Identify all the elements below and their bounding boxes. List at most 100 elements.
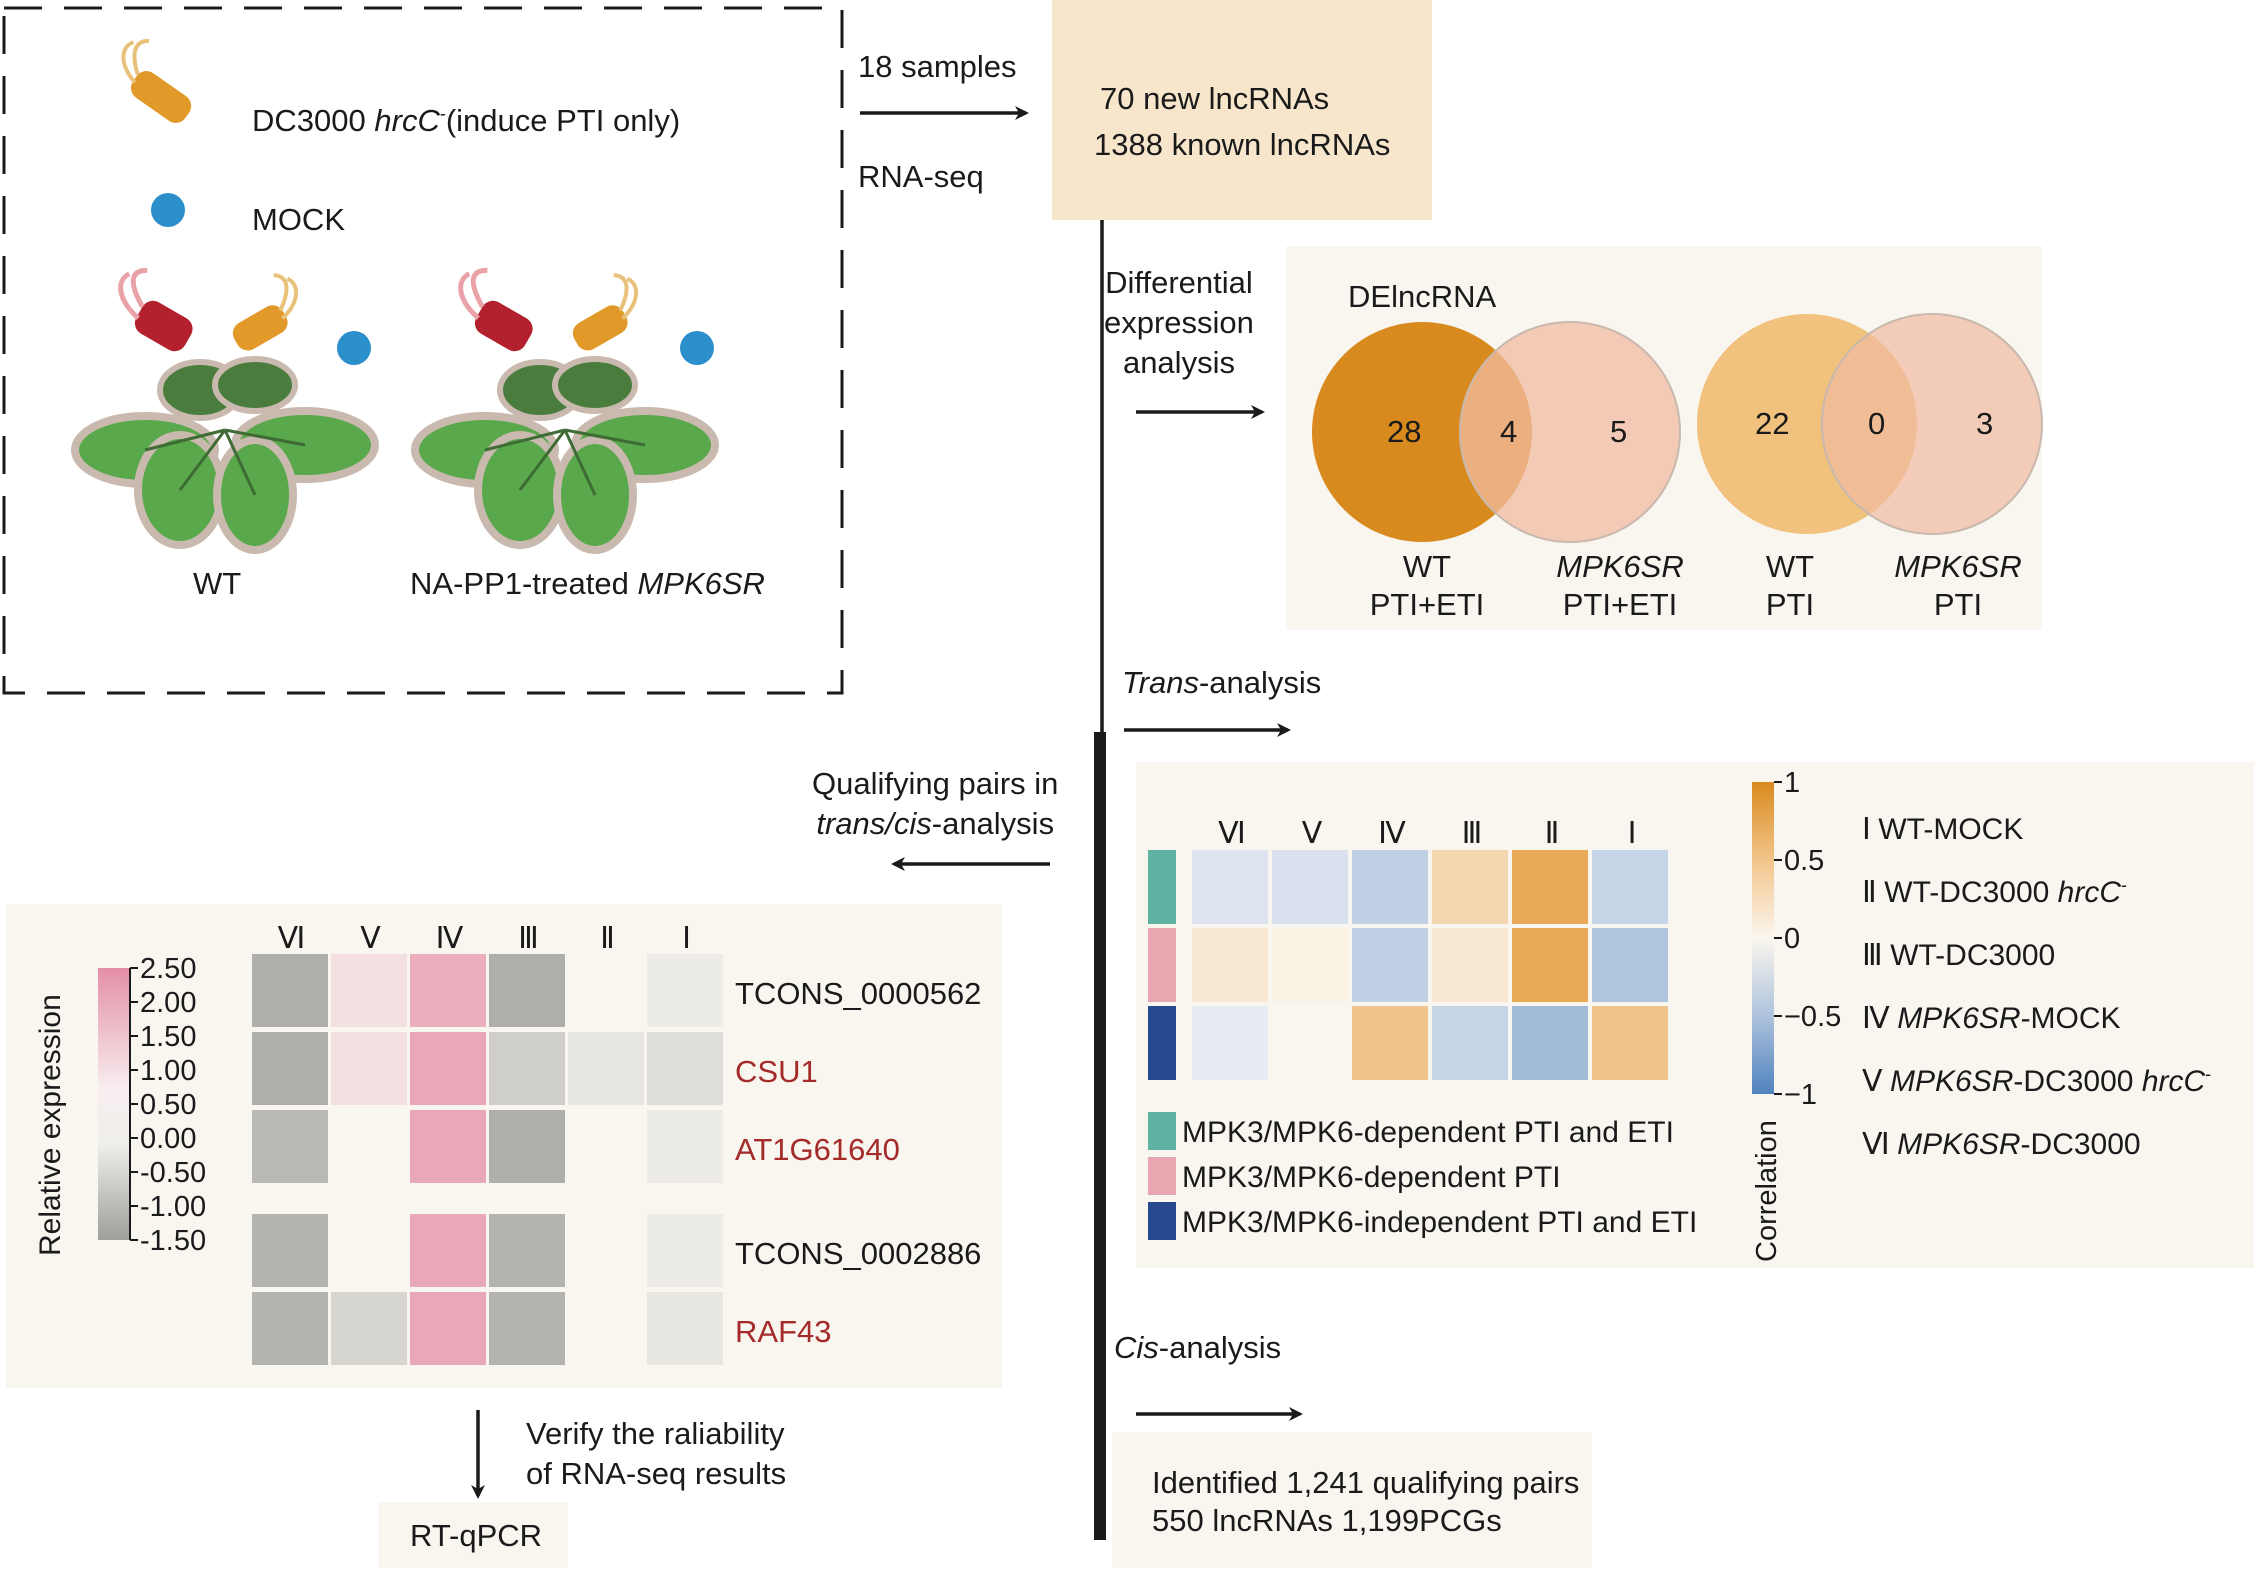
venn-left-only-b: 5 [1610,414,1628,449]
sample-key-number: Ⅰ [1862,813,1879,846]
sample-key-text: -DC3000 [2013,1065,2142,1098]
expr-colorbar-tick-label: 2.00 [140,987,196,1019]
corr-colorbar-tick-label: 1 [1784,767,1800,799]
corr-colorbar-tick-label: −0.5 [1784,1001,1841,1033]
venn-right-only-a: 22 [1755,406,1790,441]
venn-left-only-a: 28 [1387,414,1422,449]
expr-colorbar-tick-label: -1.00 [140,1191,206,1223]
venn-right-both: 0 [1868,406,1886,441]
expr-row-label: TCONS_0002886 [735,1236,981,1271]
sample-key-item: Ⅵ MPK6SR-DC3000 [1862,1127,2141,1163]
expr-cell [252,1032,328,1105]
expr-col-label: Ⅰ [682,922,691,955]
expr-cell [331,954,407,1027]
expr-cell [410,1214,486,1287]
corr-cell [1592,1006,1668,1080]
corr-cell [1272,1006,1348,1080]
corr-cell [1592,850,1668,924]
sample-key-item: Ⅱ WT-DC3000 hrcC- [1862,875,2127,911]
expr-cell [647,1110,723,1183]
expr-row-label: AT1G61640 [735,1132,900,1167]
sample-key-gene: hrcC [2141,1065,2206,1098]
sample-key-sup: - [2205,1064,2212,1084]
expr-col-label: Ⅱ [600,922,615,955]
corr-cell [1432,1006,1508,1080]
corr-row-group-swatch [1148,928,1176,1002]
corr-legend-label: MPK3/MPK6-dependent PTI and ETI [1182,1116,1674,1149]
expr-cell [252,1110,328,1183]
new-lncrna-count: 70 new lncRNAs [1100,81,1330,116]
differential-analysis-label: Differential expression analysis [1104,265,1254,380]
corr-cell [1192,850,1268,924]
expr-cell [252,954,328,1027]
corr-cell [1352,928,1428,1002]
sample-key-number: Ⅲ [1862,939,1891,972]
corr-col-label: Ⅳ [1378,817,1406,850]
sample-key-number: Ⅴ [1862,1065,1891,1098]
corr-colorbar-tick-label: 0.5 [1784,845,1824,877]
corr-colorbar-tick-label: −1 [1784,1079,1817,1111]
sample-key-item: Ⅰ WT-MOCK [1862,812,2023,848]
corr-colorbar [1752,782,1774,1094]
expr-cell [410,1292,486,1365]
sample-key-gene: hrcC [2057,876,2121,909]
sample-key-text: -DC3000 [2020,1128,2141,1161]
corr-cell [1432,850,1508,924]
expr-cell [252,1292,328,1365]
rtqpcr-box: RT-qPCR [378,1502,568,1568]
corr-col-label: Ⅲ [1462,817,1483,850]
sample-key-text: WT-DC3000 [1884,876,2058,909]
cis-result-pairs: Identified 1,241 qualifying pairs [1152,1465,1580,1500]
mpk6sr-plant-label: NA-PP1-treated MPK6SR [410,566,765,601]
wt-plant-label: WT [193,566,242,601]
corr-cell [1432,928,1508,1002]
sample-key-text: WT-MOCK [1878,813,2024,846]
corr-legend-swatch [1148,1112,1176,1150]
expr-col-label: Ⅵ [278,922,306,955]
expr-cell [489,1032,565,1105]
sample-key-text: -MOCK [2020,1002,2121,1035]
expr-cell [252,1214,328,1287]
corr-cell [1592,928,1668,1002]
expr-cell [647,1214,723,1287]
expr-colorbar-tick-label: 2.50 [140,953,196,985]
corr-colorbar-tick-label: 0 [1784,923,1800,955]
sample-key-item: Ⅳ MPK6SR-MOCK [1862,1001,2121,1037]
expr-cell [489,954,565,1027]
cis-result-counts: 550 lncRNAs 1,199PCGs [1152,1503,1502,1538]
corr-legend-swatch [1148,1202,1176,1240]
mock-legend-label: MOCK [252,202,345,237]
venn-right-b [1821,313,2043,535]
sample-key-number: Ⅳ [1862,1002,1898,1035]
sample-key-number: Ⅵ [1862,1128,1898,1161]
expr-col-label: Ⅳ [436,922,464,955]
expr-colorbar-tick-label: 0.00 [140,1123,196,1155]
corr-legend-label: MPK3/MPK6-dependent PTI [1182,1161,1561,1194]
expr-colorbar-tick-label: -1.50 [140,1225,206,1257]
corr-col-label: Ⅱ [1545,817,1560,850]
sample-key-genotype: MPK6SR [1897,1002,2021,1035]
expr-cell [568,1032,644,1105]
corr-row-group-swatch [1148,850,1176,924]
corr-legend-swatch [1148,1157,1176,1195]
sample-key-genotype: MPK6SR [1897,1128,2021,1161]
venn-left-b [1459,321,1681,543]
expr-colorbar-tick-label: 0.50 [140,1089,196,1121]
known-lncrna-count: 1388 known lncRNAs [1094,127,1391,162]
hrcc-legend-label: DC3000 hrcC-(induce PTI only) [252,103,681,138]
expr-row-label: CSU1 [735,1054,818,1089]
expr-cell [410,954,486,1027]
corr-cell [1512,928,1588,1002]
expr-cell [410,1032,486,1105]
expr-colorbar-label: Relative expression [34,994,67,1256]
corr-legend-label: MPK3/MPK6-independent PTI and ETI [1182,1206,1697,1239]
